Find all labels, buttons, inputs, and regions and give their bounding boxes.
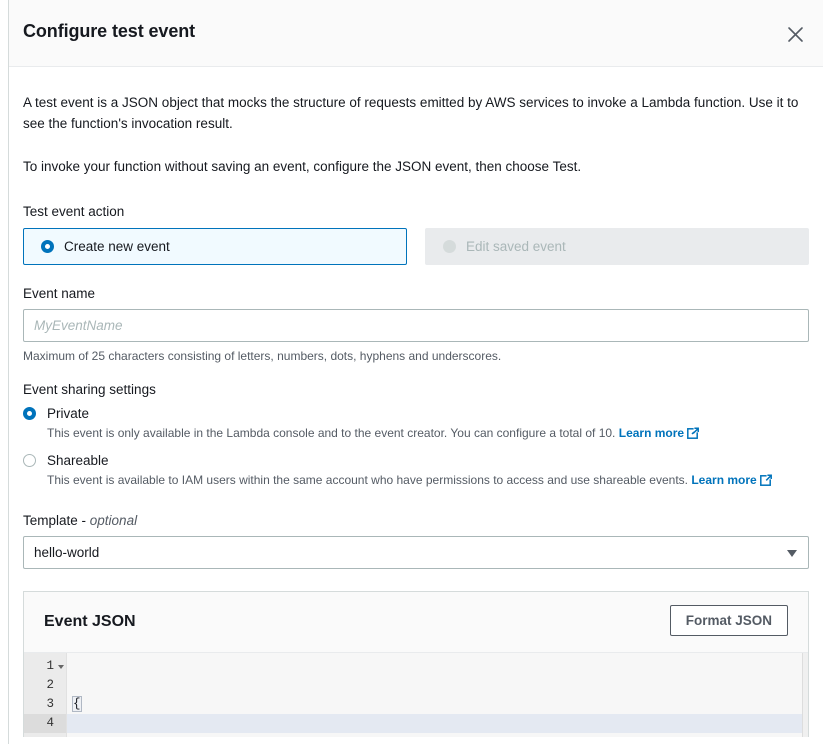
- radio-option-shareable[interactable]: Shareable: [23, 453, 809, 468]
- event-json-panel-header: Event JSON Format JSON: [24, 592, 808, 652]
- tile-edit-saved-event-label: Edit saved event: [466, 239, 566, 254]
- configure-test-event-modal: Configure test event A test event is a J…: [8, 0, 823, 744]
- external-link-icon: [687, 427, 700, 444]
- external-link-icon: [759, 474, 772, 491]
- page-title: Configure test event: [23, 21, 196, 41]
- learn-more-link-private[interactable]: Learn more: [618, 426, 700, 440]
- radio-disabled-icon: [443, 240, 456, 253]
- template-select-wrap: hello-world: [23, 536, 809, 569]
- intro-paragraph-1: A test event is a JSON object that mocks…: [23, 95, 799, 131]
- radio-option-private-description: This event is only available in the Lamb…: [47, 425, 809, 444]
- line-number: 2: [46, 678, 54, 692]
- editor-code-area[interactable]: { "input": "s3://DOC-EXAMPLE-BUCKET/DOC-…: [66, 653, 808, 737]
- line-number: 3: [46, 697, 54, 711]
- template-label-text: Template -: [23, 513, 90, 528]
- event-json-panel: Event JSON Format JSON 1 2: [23, 591, 809, 737]
- private-description-text: This event is only available in the Lamb…: [47, 426, 616, 440]
- radio-option-private[interactable]: Private: [23, 406, 809, 421]
- event-name-hint: Maximum of 25 characters consisting of l…: [23, 349, 502, 363]
- radio-option-shareable-label: Shareable: [47, 453, 109, 468]
- tile-create-new-event-label: Create new event: [64, 239, 170, 254]
- learn-more-link-shareable[interactable]: Learn more: [691, 473, 772, 487]
- event-json-title: Event JSON: [44, 613, 136, 630]
- editor-gutter: 1 2 3 4: [24, 653, 66, 737]
- editor-scrollbar[interactable]: [802, 653, 808, 737]
- active-line-highlight: [66, 714, 808, 733]
- radio-unselected-icon: [23, 454, 36, 467]
- event-name-label: Event name: [23, 286, 96, 301]
- radio-selected-icon: [41, 240, 54, 253]
- radio-option-private-label: Private: [47, 406, 90, 421]
- gutter-line[interactable]: 1: [24, 657, 66, 676]
- close-icon[interactable]: [780, 19, 810, 49]
- template-selected-value: hello-world: [34, 545, 100, 560]
- intro-paragraph-2: To invoke your function without saving a…: [23, 159, 582, 174]
- event-json-editor[interactable]: 1 2 3 4 {: [24, 652, 808, 737]
- open-brace: {: [72, 696, 82, 712]
- line-number: 4: [46, 716, 54, 730]
- tile-create-new-event[interactable]: Create new event: [23, 228, 407, 265]
- template-label: Template - optional: [23, 513, 809, 528]
- shareable-description-text: This event is available to IAM users wit…: [47, 473, 688, 487]
- fold-arrow-icon[interactable]: [58, 665, 64, 669]
- radio-option-shareable-description: This event is available to IAM users wit…: [47, 472, 809, 491]
- format-json-button[interactable]: Format JSON: [669, 605, 788, 636]
- radio-selected-icon: [23, 407, 36, 420]
- event-name-input[interactable]: [23, 309, 809, 342]
- gutter-line-active[interactable]: 4: [24, 714, 66, 733]
- learn-more-label: Learn more: [618, 426, 685, 440]
- code-line-1: {: [67, 695, 808, 714]
- test-event-action-label: Test event action: [23, 204, 125, 219]
- event-sharing-label: Event sharing settings: [23, 382, 156, 397]
- template-label-optional: optional: [89, 513, 138, 528]
- gutter-line[interactable]: 3: [24, 695, 66, 714]
- test-event-action-group: Create new event Edit saved event: [23, 228, 809, 265]
- line-number: 1: [46, 659, 54, 673]
- template-select[interactable]: hello-world: [23, 536, 809, 569]
- modal-header: Configure test event: [9, 0, 823, 67]
- tile-edit-saved-event: Edit saved event: [425, 228, 809, 265]
- gutter-line[interactable]: 2: [24, 676, 66, 695]
- modal-body: A test event is a JSON object that mocks…: [9, 67, 823, 737]
- learn-more-label: Learn more: [691, 473, 757, 487]
